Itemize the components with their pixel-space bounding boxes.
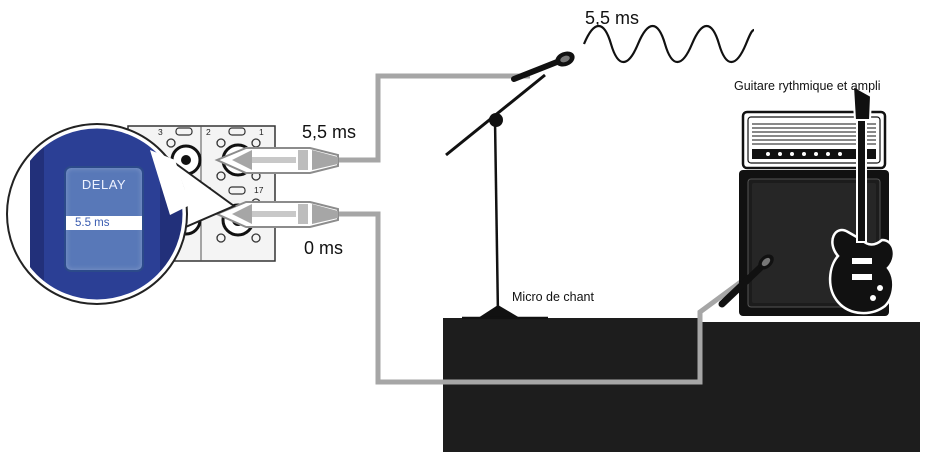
channel-number-2: 2 [206, 127, 211, 137]
sine-wave-icon [582, 24, 755, 64]
cable-vocal-mic [335, 73, 530, 163]
microphone-icon [511, 51, 575, 82]
channel-number-17: 17 [254, 185, 264, 195]
xlr-connector-icon [214, 147, 339, 174]
channel-number-1: 1 [259, 127, 264, 137]
guitar-amp-label: Guitare rythmique et ampli [734, 79, 881, 93]
microphone-stand [445, 73, 548, 320]
xlr-connector-icon [214, 201, 339, 228]
microphone-icon [718, 254, 774, 308]
channel-number-3: 3 [158, 127, 163, 137]
channel-badges [175, 127, 246, 195]
vocal-mic-label: Micro de chant [512, 290, 594, 304]
electric-guitar-icon [828, 84, 896, 315]
delay-value-field[interactable]: 5.5 ms [66, 216, 142, 230]
stage-platform [443, 318, 920, 452]
wave-delay-label: 5,5 ms [585, 8, 640, 28]
delay-panel: DELAY 5.5 ms [64, 166, 144, 272]
cable-guitar-mic [335, 211, 759, 385]
upper-cable-delay-label: 5,5 ms [302, 122, 357, 142]
lower-cable-delay-label: 0 ms [304, 238, 344, 258]
delay-title: DELAY [81, 177, 127, 192]
